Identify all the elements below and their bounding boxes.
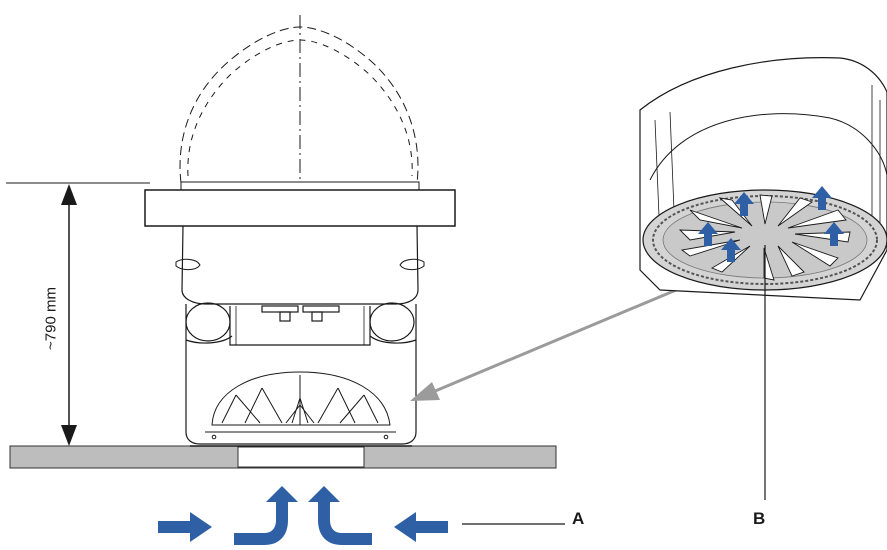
floor-opening [237,446,365,468]
left-arrow-icon [394,512,448,542]
callout-a-label: A [572,509,585,528]
right-arrow-icon [158,512,212,542]
mounting-flange [144,181,456,227]
airflow-arrows [158,486,448,545]
floor-slab [9,445,557,469]
fan-detail-view [639,57,887,301]
fan-intake [190,371,412,447]
blue-airflow-arrow-icon [698,186,844,262]
callout-b-label: B [753,509,766,528]
transparent-dome [179,26,419,184]
robot-body [175,225,425,445]
height-dimension-label: ~790 mm [42,287,60,350]
curved-up-arrow-icon-2 [308,486,372,545]
grey-pointer-arrow-icon [410,283,689,401]
curved-up-arrow-icon [234,486,298,545]
height-dimension [6,182,150,446]
